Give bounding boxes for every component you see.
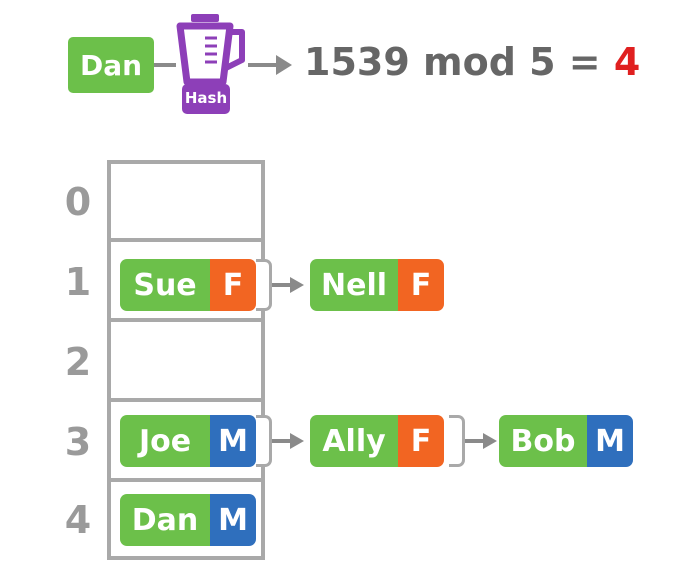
next-pointer <box>256 259 272 311</box>
hash-table <box>107 160 265 560</box>
blender-icon <box>176 14 245 114</box>
next-pointer <box>256 415 272 467</box>
arrow-right-icon <box>154 55 292 75</box>
bucket-index-2: 2 <box>64 340 92 384</box>
hash-function-label: Hash <box>184 89 228 107</box>
bucket-divider <box>107 398 265 402</box>
bucket-divider <box>107 238 265 242</box>
entry-name: Bob <box>499 415 587 467</box>
entry-node: Nell F <box>310 259 444 311</box>
formula-result: 4 <box>613 40 641 84</box>
bucket-index-4: 4 <box>64 498 92 542</box>
entry-node: Ally F <box>310 415 444 467</box>
formula-text: 1539 mod 5 = <box>304 40 614 84</box>
hash-formula: 1539 mod 5 = 4 <box>304 40 640 84</box>
entry-gender: F <box>398 415 444 467</box>
entry-gender: F <box>398 259 444 311</box>
bucket-index-1: 1 <box>64 260 92 304</box>
bucket-divider <box>107 318 265 322</box>
entry-node: Bob M <box>499 415 633 467</box>
entry-gender: M <box>210 415 256 467</box>
bucket-index-0: 0 <box>64 180 92 224</box>
entry-node: Joe M <box>120 415 256 467</box>
entry-node: Dan M <box>120 494 256 546</box>
entry-node: Sue F <box>120 259 256 311</box>
entry-name: Ally <box>310 415 398 467</box>
next-pointer <box>449 415 465 467</box>
bucket-divider <box>107 478 265 482</box>
hash-input-key: Dan <box>68 37 154 93</box>
entry-gender: F <box>210 259 256 311</box>
entry-gender: M <box>210 494 256 546</box>
bucket-index-3: 3 <box>64 420 92 464</box>
entry-name: Nell <box>310 259 398 311</box>
entry-name: Dan <box>120 494 210 546</box>
entry-gender: M <box>587 415 633 467</box>
entry-name: Sue <box>120 259 210 311</box>
entry-name: Joe <box>120 415 210 467</box>
